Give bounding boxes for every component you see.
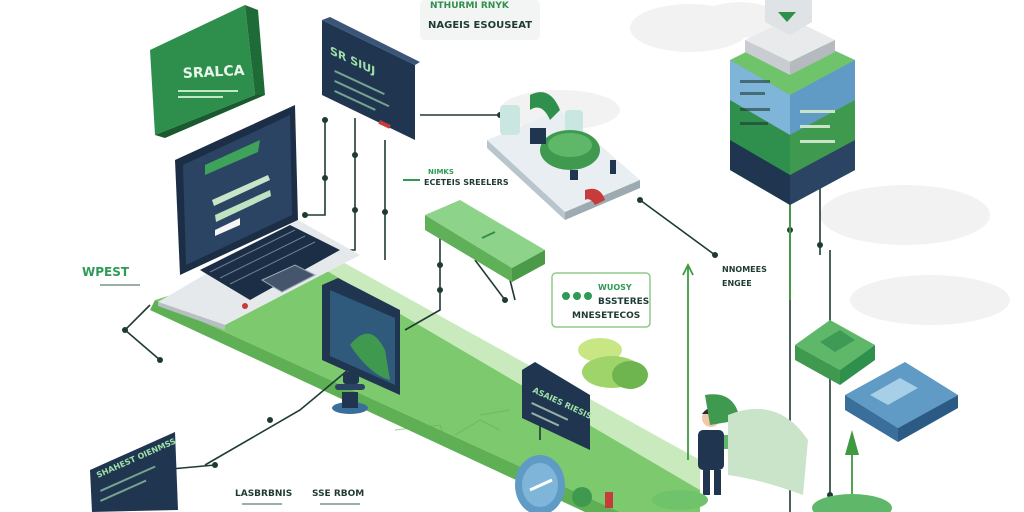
- top-center-label: NTHURMI RNYK NAGEIS ESOUSEAT: [420, 0, 540, 40]
- mid-left-label: NIMKS ECETEIS SREELERS: [403, 168, 509, 187]
- folder-icon: [795, 320, 875, 385]
- top-center-line1: NTHURMI RNYK: [430, 1, 510, 11]
- callout-box: WUOSY BSSTERES MNESETECOS: [552, 273, 650, 327]
- top-center-line2: NAGEIS ESOUSEAT: [428, 20, 532, 31]
- green-card-title: SRALCA: [182, 63, 245, 82]
- callout-line3: MNESETECOS: [572, 311, 640, 321]
- capsule-icon: [425, 200, 545, 282]
- left-caption-text: WPEST: [82, 265, 130, 279]
- right-mid-label: NNOMEES ENGEE: [722, 265, 767, 288]
- callout-line1: WUOSY: [598, 283, 632, 292]
- left-caption: WPEST: [82, 265, 140, 286]
- bottom-labels: LASBRBNIS SSE RBOM: [235, 489, 364, 505]
- callout-line2: BSSTERES: [598, 297, 649, 307]
- bottom-dark-card: SHAHEST OIENMSS: [90, 432, 178, 512]
- pill-green: [578, 338, 648, 389]
- right-mid-line2: ENGEE: [722, 279, 752, 288]
- bottom-label-a: LASBRBNIS: [235, 489, 292, 499]
- green-info-card: SRALCA: [150, 5, 265, 138]
- person-icon: [698, 394, 808, 495]
- right-mid-line1: NNOMEES: [722, 265, 767, 274]
- bottom-label-b: SSE RBOM: [312, 489, 364, 499]
- dark-info-card: SR SIUJ: [322, 17, 420, 140]
- rack-panel-icon: [845, 362, 958, 442]
- mid-left-line2: ECETEIS SREELERS: [424, 178, 509, 187]
- mid-left-line1: NIMKS: [428, 168, 454, 176]
